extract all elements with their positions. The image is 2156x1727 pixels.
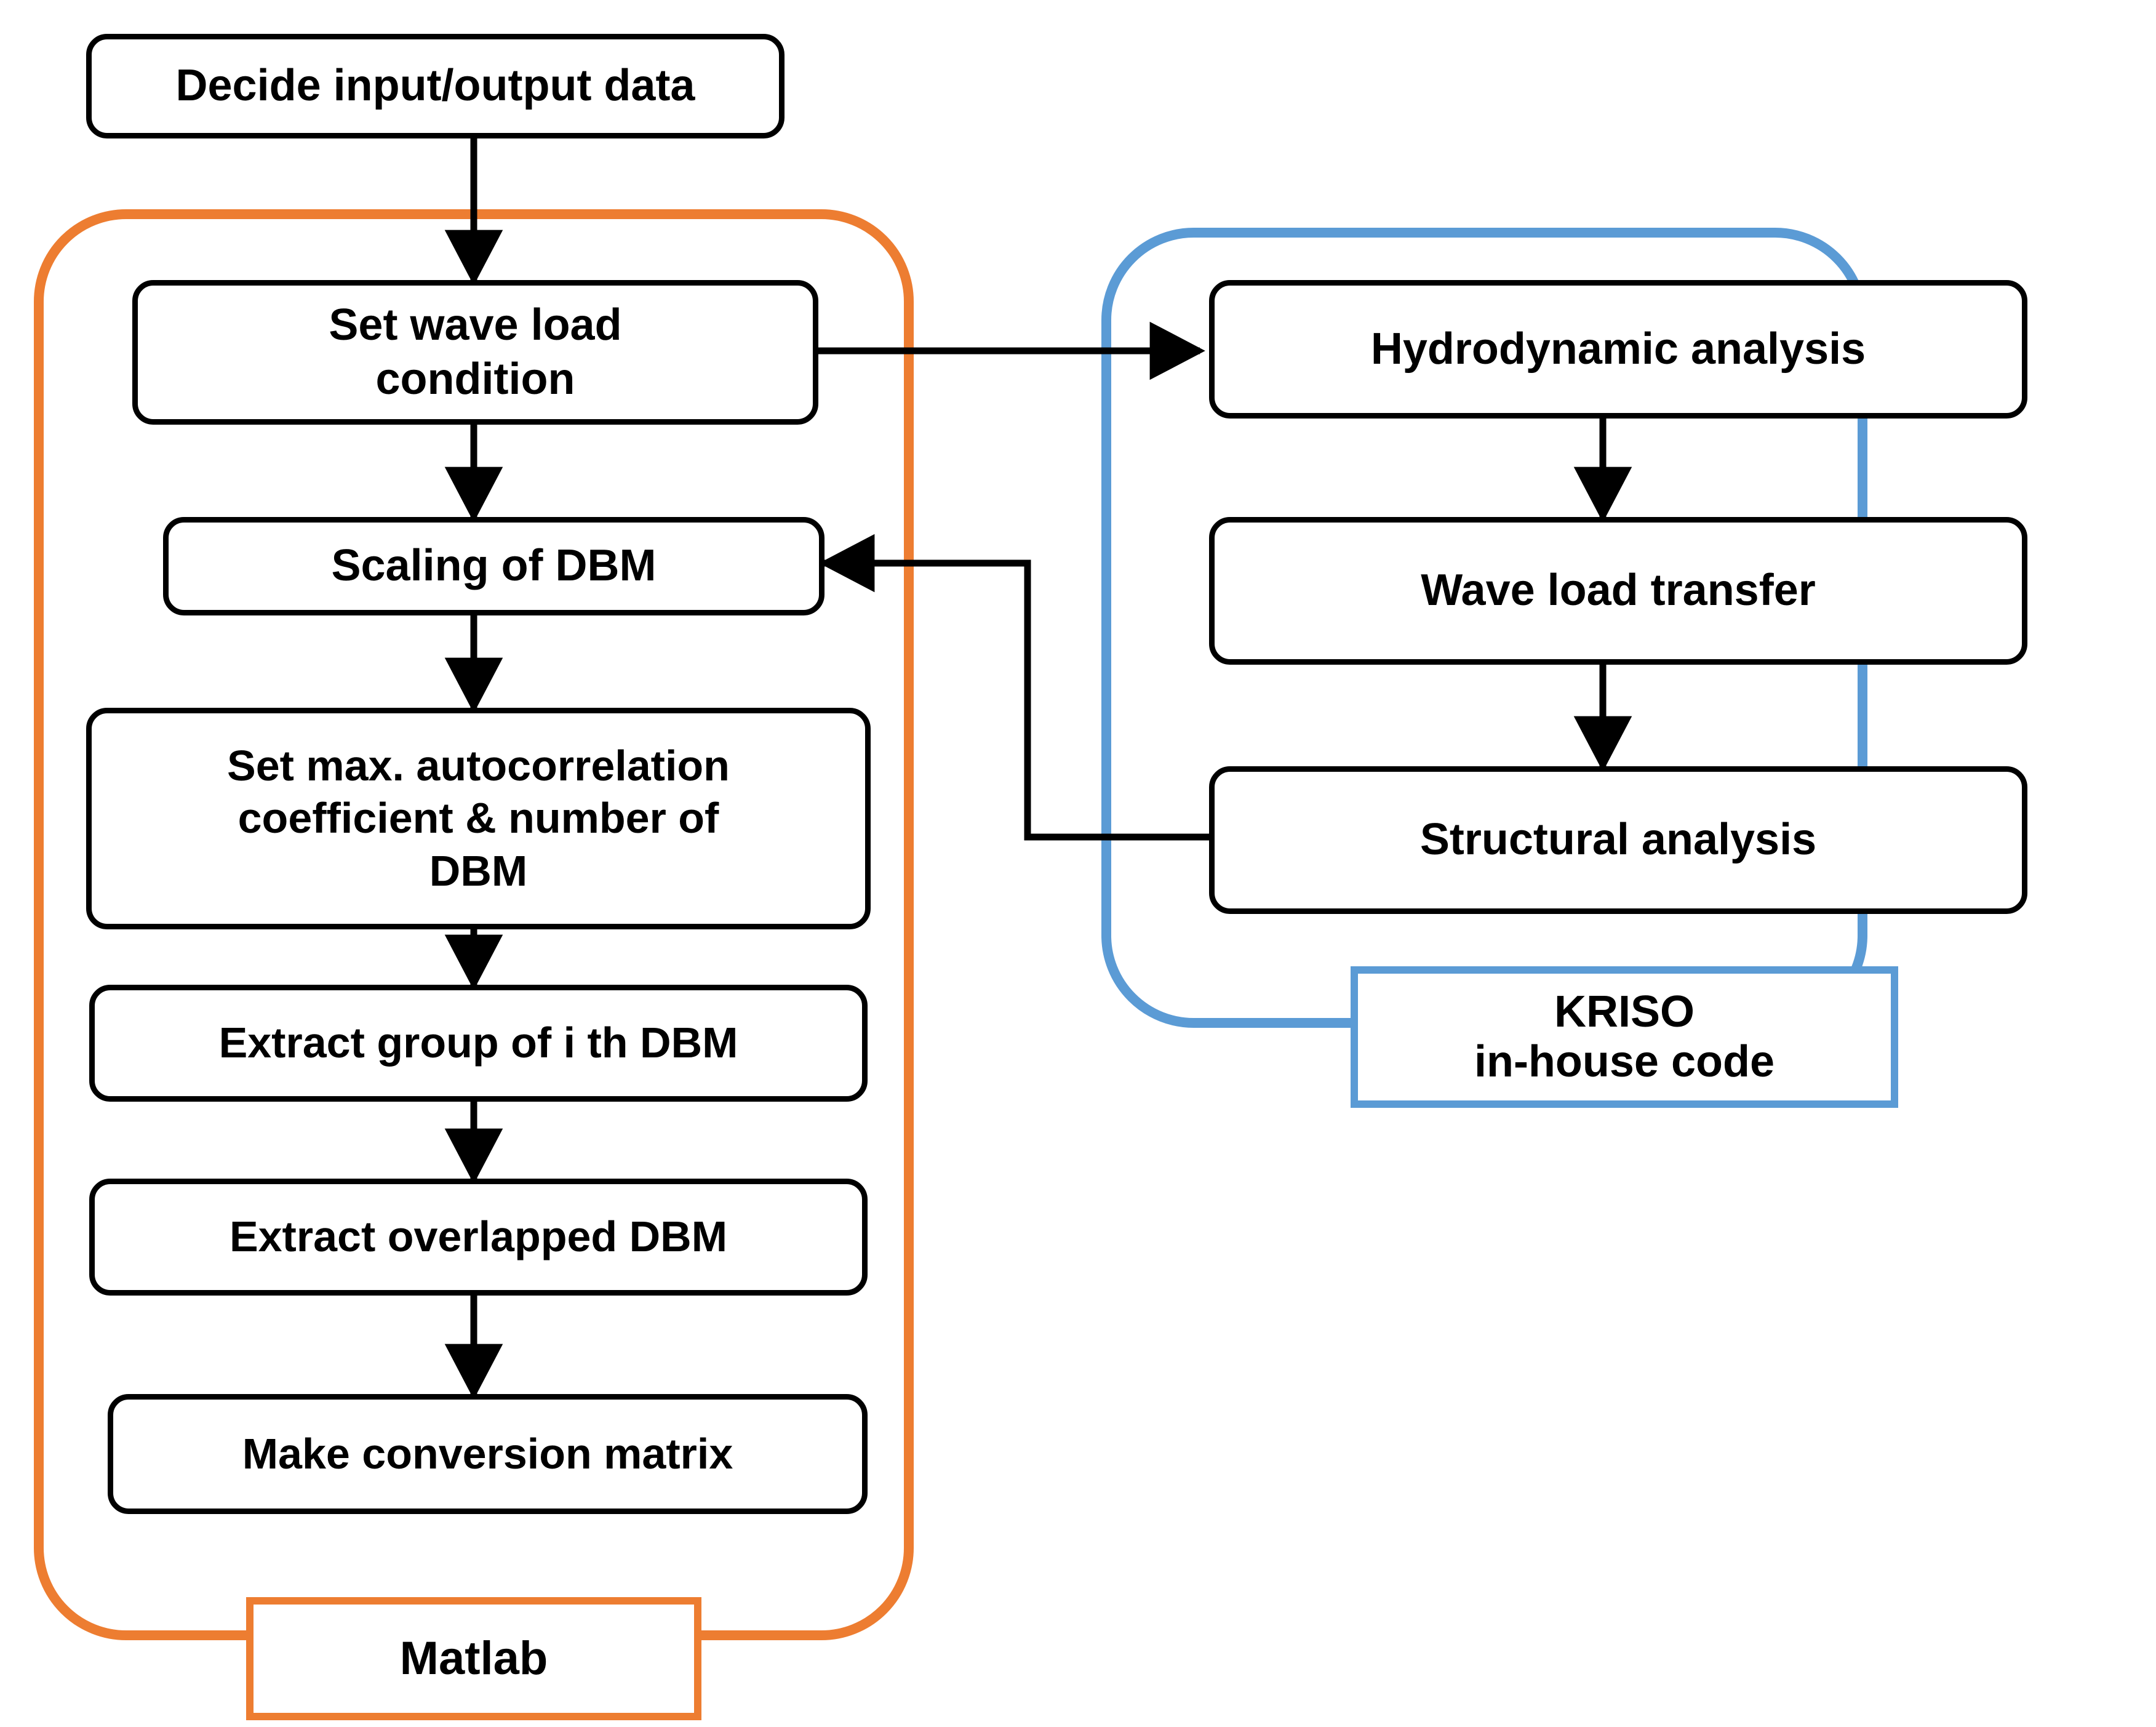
node-extract-overlapped-dbm[interactable]: Extract overlapped DBM xyxy=(89,1179,868,1296)
node-hydrodynamic-analysis[interactable]: Hydrodynamic analysis xyxy=(1209,280,2027,419)
node-label: Set max. autocorrelation coefficient & n… xyxy=(227,741,730,895)
group-tag-matlab: Matlab xyxy=(246,1597,701,1720)
node-extract-group-of-ith-dbm[interactable]: Extract group of i th DBM xyxy=(89,985,868,1102)
node-scaling-of-dbm[interactable]: Scaling of DBM xyxy=(163,517,824,615)
node-label: Structural analysis xyxy=(1419,815,1817,865)
node-label: Make conversion matrix xyxy=(242,1429,733,1478)
node-label: Wave load transfer xyxy=(1421,566,1816,615)
node-structural-analysis[interactable]: Structural analysis xyxy=(1209,766,2027,914)
node-label: Decide input/output data xyxy=(175,61,695,111)
group-tag-label: Matlab xyxy=(399,1632,548,1685)
node-decide-input-output-data[interactable]: Decide input/output data xyxy=(86,34,785,138)
group-tag-kriso: KRISO in-house code xyxy=(1351,966,1898,1108)
node-label: Extract overlapped DBM xyxy=(229,1212,728,1261)
node-make-conversion-matrix[interactable]: Make conversion matrix xyxy=(108,1394,868,1514)
node-label: Hydrodynamic analysis xyxy=(1370,324,1866,374)
node-label: Extract group of i th DBM xyxy=(218,1019,738,1067)
group-tag-label: KRISO in-house code xyxy=(1474,987,1775,1086)
node-wave-load-transfer[interactable]: Wave load transfer xyxy=(1209,517,2027,665)
node-set-wave-load-condition[interactable]: Set wave load condition xyxy=(132,280,818,425)
node-label: Set wave load condition xyxy=(329,300,622,404)
node-label: Scaling of DBM xyxy=(331,541,657,591)
node-set-max-autocorrelation[interactable]: Set max. autocorrelation coefficient & n… xyxy=(86,708,871,929)
